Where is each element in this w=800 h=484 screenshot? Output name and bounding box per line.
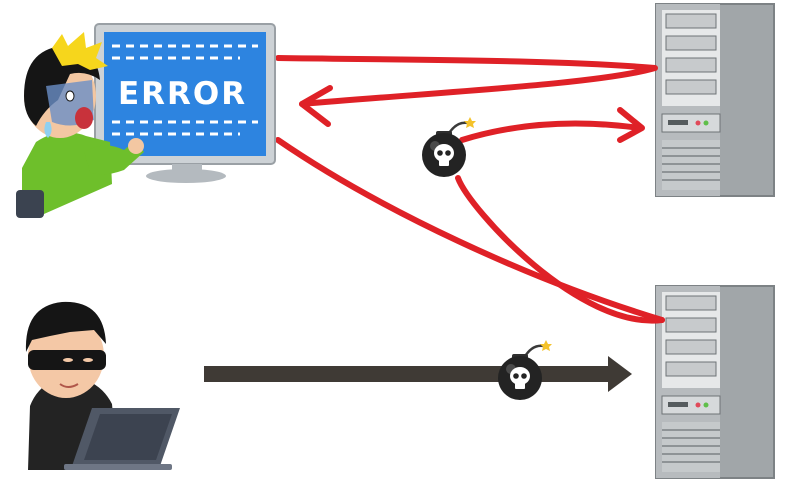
- server-bottom-icon: [655, 285, 775, 479]
- request-path-to-top-server: [275, 55, 658, 107]
- error-monitor-icon: ERROR: [94, 23, 276, 183]
- bomb-path-arrowhead: [617, 107, 645, 143]
- payload-arrow: [204, 356, 632, 392]
- bomb-skull-icon: [420, 115, 478, 179]
- attack-arrows: [275, 55, 665, 324]
- server-top-icon: [655, 3, 775, 197]
- error-screen-text: ERROR: [118, 76, 247, 112]
- alarmed-user-icon: [16, 32, 144, 218]
- bomb-path-to-top-server: [459, 120, 643, 143]
- laptop-icon: [64, 408, 180, 470]
- bomb-path-from-bottom-server: [455, 175, 665, 324]
- request-path-to-bottom-server: [275, 137, 665, 323]
- return-arrowhead: [299, 85, 333, 127]
